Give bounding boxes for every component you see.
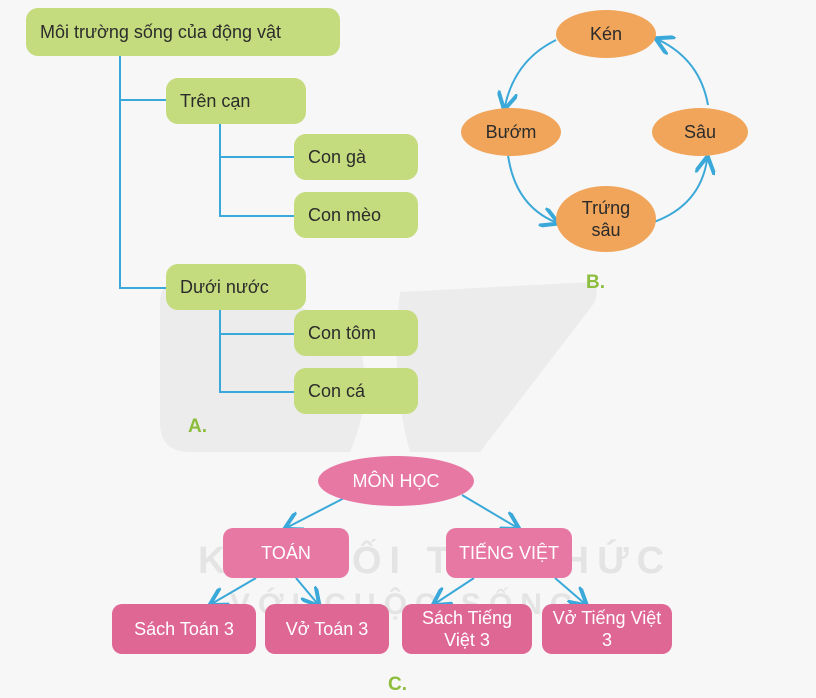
diagram-a-leaf-shrimp-label: Con tôm <box>308 322 377 343</box>
diagram-c-label: C. <box>388 674 407 695</box>
diagram-b-node-caterpillar: Sâu <box>652 108 748 156</box>
diagram-b-node-egg: Trứng sâu <box>556 186 656 252</box>
diagram-c-root: MÔN HỌC <box>318 456 474 506</box>
diagram-a-leaf-cat: Con mèo <box>294 192 418 238</box>
diagram-b-node-egg-label: Trứng sâu <box>581 198 631 240</box>
diagram-a-leaf-shrimp: Con tôm <box>294 310 418 356</box>
diagram-a-leaf-chicken-label: Con gà <box>308 146 367 167</box>
diagram-c-branch-vietnamese-label: TIẾNG VIỆT <box>458 543 559 563</box>
diagram-a-root-label: Môi trường sống của động vật <box>40 21 281 42</box>
diagram-c-leaf-vietnamese-notebook-label: Vở Tiếng Việt 3 <box>552 608 662 650</box>
diagram-a-branch-land-label: Trên cạn <box>180 90 251 111</box>
diagram-c-branch-vietnamese: TIẾNG VIỆT <box>446 528 572 578</box>
diagram-c-leaf-vietnamese-notebook: Vở Tiếng Việt 3 <box>542 604 672 654</box>
diagram-a-branch-water: Dưới nước <box>166 264 306 310</box>
diagram-b-node-butterfly: Bướm <box>461 108 561 156</box>
diagram-c-leaf-math-notebook: Vở Toán 3 <box>265 604 389 654</box>
diagram-a-leaf-chicken: Con gà <box>294 134 418 180</box>
diagram-b-label: B. <box>586 272 605 293</box>
diagram-b-node-cocoon: Kén <box>556 10 656 58</box>
diagram-b-node-caterpillar-label: Sâu <box>683 122 717 142</box>
diagram-c-leaf-math-notebook-label: Vở Toán 3 <box>285 619 369 639</box>
diagram-a-branch-water-label: Dưới nước <box>180 276 269 297</box>
diagram-a-leaf-fish-label: Con cá <box>308 380 366 401</box>
diagram-c-root-label: MÔN HỌC <box>352 471 440 491</box>
diagram-b-node-cocoon-label: Kén <box>589 24 623 44</box>
diagram-c-leaf-math-book-label: Sách Toán 3 <box>134 619 234 639</box>
diagram-a-branch-land: Trên cạn <box>166 78 306 124</box>
diagram-c-leaf-vietnamese-book-label: Sách Tiếng Việt 3 <box>421 608 513 650</box>
diagram-a-root: Môi trường sống của động vật <box>26 8 340 56</box>
diagram-a-leaf-fish: Con cá <box>294 368 418 414</box>
diagram-c-branch-math-label: TOÁN <box>261 543 311 563</box>
diagram-c-branch-math: TOÁN <box>223 528 349 578</box>
diagram-b-node-butterfly-label: Bướm <box>485 122 537 142</box>
diagram-c-leaf-math-book: Sách Toán 3 <box>112 604 256 654</box>
diagram-a-label: A. <box>188 416 207 437</box>
diagram-c-leaf-vietnamese-book: Sách Tiếng Việt 3 <box>402 604 532 654</box>
diagram-a-leaf-cat-label: Con mèo <box>308 204 382 225</box>
